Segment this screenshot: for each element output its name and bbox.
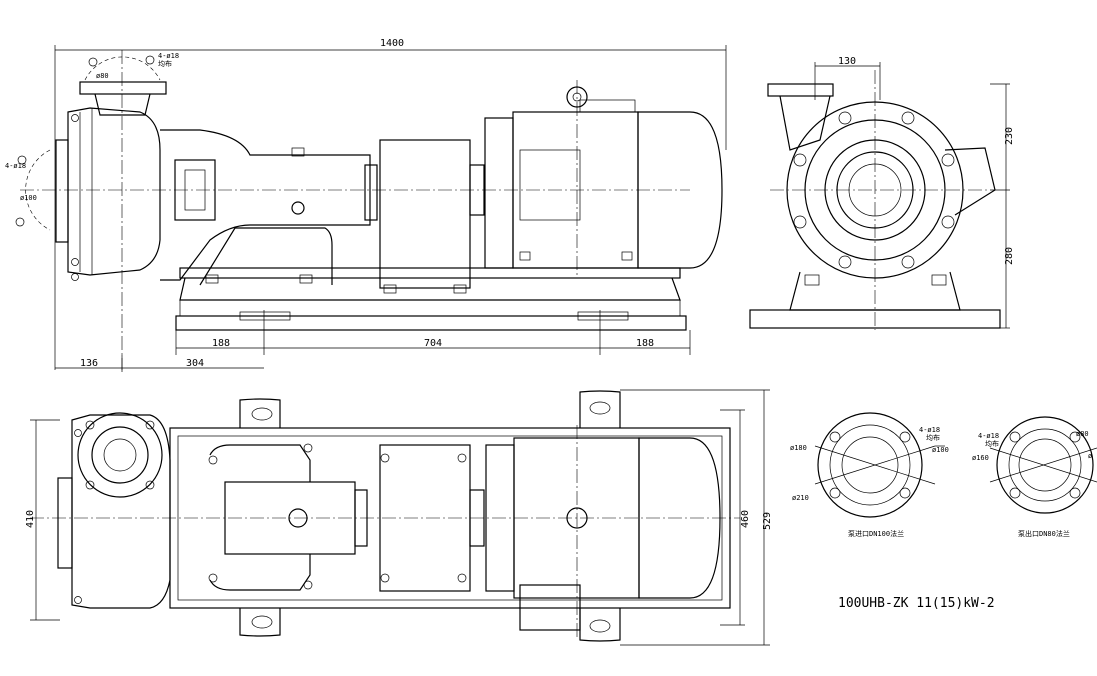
dim-overall-length: 1400 <box>380 38 404 49</box>
top-holes-note: 均布 <box>158 59 172 68</box>
front-elevation-view: 1400 4-ø18 均布 ø80 4-ø18 ø100 <box>5 38 727 372</box>
dim-pump-offset: 136 <box>80 358 98 369</box>
plan-view: 410 460 529 <box>25 389 773 646</box>
dim-base-mid: 704 <box>424 338 442 349</box>
inlet-flange-caption: 泵进口DN100法兰 <box>848 529 904 538</box>
casing-bolts <box>793 111 955 269</box>
dim-lower-height: 280 <box>1004 247 1015 265</box>
inlet-outer: ø210 <box>792 494 809 502</box>
dim-upper-height: 230 <box>1004 127 1015 145</box>
dim-shaft-to-base: 304 <box>186 358 204 369</box>
outlet-outer: ø <box>1088 452 1093 460</box>
outlet-holes-note: 均布 <box>985 439 999 448</box>
top-flange-dia: ø80 <box>96 72 109 80</box>
inlet-bolt-circle: ø180 <box>790 444 807 452</box>
inlet-bore: ø100 <box>932 446 949 454</box>
side-flange-dia: ø100 <box>20 194 37 202</box>
inlet-holes-callout: 4-ø18 <box>919 426 940 434</box>
outlet-flange-detail: 4-ø18 均布 ø80 ø160 ø 泵出口DN80法兰 <box>972 416 1097 538</box>
dim-base-right: 188 <box>636 338 654 349</box>
outlet-flange-caption: 泵出口DN80法兰 <box>1018 529 1070 538</box>
model-title: 100UHB-ZK 11(15)kW-2 <box>838 596 995 611</box>
dim-base-inner-width: 460 <box>740 510 751 528</box>
outlet-holes-callout: 4-ø18 <box>978 432 999 440</box>
outlet-bore: ø80 <box>1076 430 1089 438</box>
top-holes-callout: 4-ø18 <box>158 52 179 60</box>
dim-base-outer-width: 529 <box>762 512 773 530</box>
inlet-flange-detail: 4-ø18 均布 ø180 ø100 ø210 泵进口DN100法兰 <box>790 412 949 538</box>
outlet-bolt-circle: ø160 <box>972 454 989 462</box>
dim-outlet-offset: 130 <box>838 56 856 67</box>
inlet-holes-note: 均布 <box>926 433 940 442</box>
side-elevation-view: 130 230 280 <box>749 56 1015 330</box>
side-holes-callout: 4-ø18 <box>5 162 26 170</box>
dim-base-left: 188 <box>212 338 230 349</box>
dim-pump-width: 410 <box>25 510 36 528</box>
